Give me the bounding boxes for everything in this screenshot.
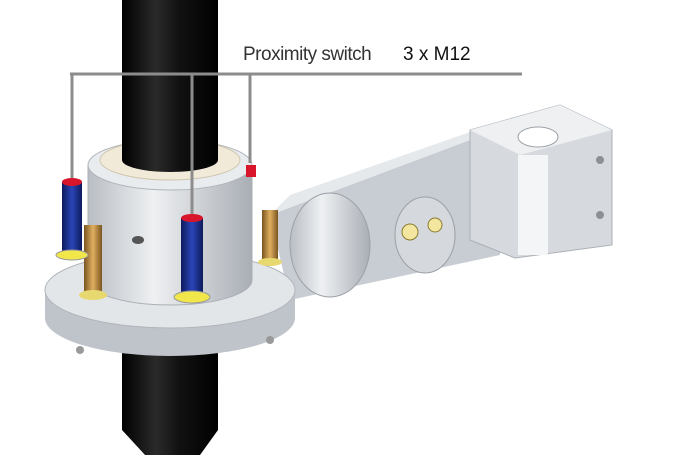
proximity-sensor: [173, 214, 211, 304]
bolt: [427, 217, 443, 233]
clamp-bracket: [469, 104, 613, 259]
proximity-sensor: [246, 165, 256, 177]
pipe-upper: [122, 0, 218, 172]
threaded-stud: [258, 210, 282, 266]
proximity-sensor: [55, 178, 89, 261]
callout-label: Proximity switch: [243, 44, 372, 65]
leader-lines: [70, 72, 522, 214]
callout-spec: 3 x M12: [403, 44, 471, 65]
threaded-stud: [79, 225, 107, 300]
bolt: [401, 223, 419, 241]
arm: [270, 125, 500, 300]
